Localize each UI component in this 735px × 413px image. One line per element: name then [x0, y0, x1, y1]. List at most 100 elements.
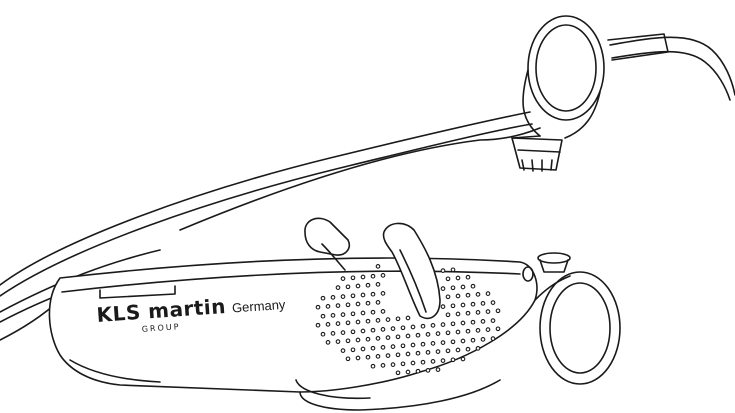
grip-dot — [370, 345, 376, 351]
grip-dot — [475, 328, 481, 333]
grip-dot — [335, 339, 341, 344]
grip-dot — [385, 353, 391, 358]
top-knob — [537, 252, 571, 273]
grip-dot — [490, 336, 496, 341]
grip-dot — [470, 319, 476, 325]
grip-dot — [475, 292, 481, 297]
finger-loops — [304, 217, 441, 320]
grip-dot — [465, 346, 471, 352]
grip-dot — [470, 337, 476, 343]
grip-dot — [335, 303, 341, 308]
grip-dot — [425, 350, 431, 355]
grip-dot — [485, 309, 491, 314]
grip-dot — [355, 355, 361, 361]
grip-dot — [495, 326, 501, 332]
grip-dot — [465, 310, 471, 316]
grip-dot — [455, 275, 461, 281]
grip-dot — [415, 368, 421, 374]
grip-dot — [470, 283, 476, 289]
grip-dot — [450, 303, 456, 309]
grip-dot — [410, 360, 416, 366]
grip-dot — [375, 282, 381, 287]
grip-dot — [460, 356, 466, 362]
grip-dot — [405, 351, 411, 357]
grip-dot — [375, 300, 381, 305]
grip-dot — [435, 367, 441, 372]
grip-dot — [440, 286, 446, 291]
grip-dot — [460, 338, 466, 344]
grip-dot — [340, 312, 346, 317]
grip-dot — [340, 330, 346, 335]
grip-dot — [335, 321, 341, 326]
grip-dot — [430, 359, 436, 364]
grip-dot — [325, 304, 331, 309]
shaft — [0, 111, 541, 341]
grip-dot — [375, 354, 381, 359]
grip-dot — [345, 338, 351, 344]
grip-dot — [395, 316, 401, 322]
grip-dot — [420, 323, 426, 329]
grip-dot — [380, 363, 386, 368]
grip-dot — [380, 309, 386, 314]
grip-dot — [450, 267, 456, 273]
grip-dot — [385, 317, 391, 322]
grip-dot — [365, 336, 371, 342]
grip-dot — [360, 328, 366, 334]
grip-dot — [420, 341, 426, 347]
grip-dot — [450, 339, 456, 345]
grip-dot — [450, 285, 456, 291]
grip-dot — [365, 354, 371, 360]
grip-dot — [455, 347, 461, 353]
grip-dot — [415, 350, 421, 356]
grip-dot — [350, 311, 356, 317]
grip-dot — [320, 313, 326, 319]
grip-dot — [410, 324, 416, 330]
grip-dot — [455, 311, 461, 317]
grip-dot — [480, 301, 486, 306]
grip-dot — [495, 308, 501, 314]
grip-dot — [425, 332, 431, 337]
grip-dot — [365, 318, 371, 324]
right-ring — [522, 266, 621, 385]
grip-dot — [415, 332, 421, 338]
grip-dot — [345, 302, 351, 308]
grip-dot — [395, 352, 401, 358]
grip-dot — [480, 337, 486, 342]
grip-dot — [370, 273, 376, 279]
grip-dot — [350, 293, 356, 299]
grip-dot — [370, 291, 376, 297]
grip-dot — [330, 295, 336, 300]
grip-dot — [345, 320, 351, 326]
grip-dot — [420, 359, 426, 365]
grip-dot — [485, 291, 491, 296]
grip-dot — [445, 330, 451, 336]
grip-dot — [375, 318, 381, 323]
grip-dot — [445, 312, 451, 318]
grip-dot — [410, 342, 416, 348]
grip-dot — [390, 344, 396, 349]
grip-dot — [355, 283, 361, 289]
grip-dot — [405, 315, 411, 321]
grip-dot — [380, 327, 386, 332]
grip-dot — [380, 345, 386, 350]
grip-dot — [365, 300, 371, 306]
grip-dot — [455, 329, 461, 335]
grip-dot — [385, 335, 391, 340]
eyepiece-ring — [522, 15, 605, 139]
grip-dot — [430, 341, 436, 346]
grip-dot — [470, 301, 476, 307]
cable — [607, 33, 735, 101]
grip-dot — [460, 320, 466, 326]
grip-dot — [330, 331, 336, 336]
grip-dot — [405, 369, 411, 375]
grip-dot — [450, 357, 456, 363]
grip-dot — [365, 282, 371, 288]
grip-dot — [380, 273, 386, 278]
eyepiece-knob — [511, 135, 563, 172]
grip-dot — [490, 300, 496, 305]
grip-dot — [375, 336, 381, 341]
grip-dot — [345, 284, 351, 290]
grip-dot — [465, 274, 471, 280]
grip-dot — [360, 292, 366, 298]
grip-dot — [465, 292, 471, 298]
